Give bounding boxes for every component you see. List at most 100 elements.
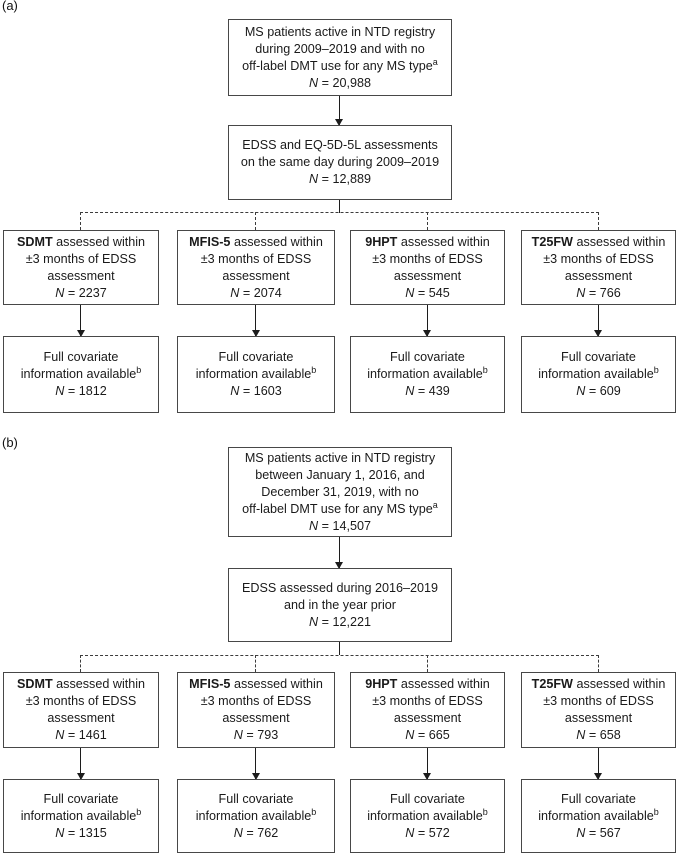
footnote-marker-b: b: [311, 364, 317, 375]
footnote-marker-b: b: [482, 364, 488, 375]
footnote-marker-b: b: [311, 806, 317, 817]
box-text-line: EDSS assessed during 2016–2019: [241, 580, 439, 595]
box-text-line: SDMT assessed within: [16, 677, 146, 691]
n-count: N = 439: [405, 384, 450, 398]
box-text-line: MS patients active in NTD registry: [244, 24, 436, 39]
n-count: N = 762: [233, 825, 279, 840]
n-count: N = 793: [233, 728, 279, 742]
box-text-line: EDSS and EQ-5D-5L assessments: [242, 138, 438, 152]
box-text-line: off-label DMT use for any MS typea: [242, 499, 438, 516]
covariate-box-t25fw-b: Full covariate information availableb N …: [521, 779, 676, 853]
dashed-drop: [255, 212, 257, 230]
box-text-line: December 31, 2019, with no: [261, 484, 419, 499]
box-text-line: between January 1, 2016, and: [255, 467, 425, 482]
box-text-line: MFIS-5 assessed within: [189, 677, 323, 691]
footnote-marker-a: a: [432, 56, 438, 67]
box-text-line: information availableb: [367, 364, 488, 381]
box-text-line: Full covariate: [43, 791, 119, 806]
dashed-distributor: [80, 655, 599, 656]
box-text-line: assessment: [47, 711, 115, 725]
box-text-line: information availableb: [20, 364, 142, 381]
branch-box-mfis5-a: MFIS-5 assessed within ±3 months of EDSS…: [177, 230, 335, 305]
box-text-line: SDMT assessed within: [16, 234, 146, 249]
test-name: MFIS-5: [189, 234, 231, 249]
covariate-box-mfis5-a: Full covariate information availableb N …: [177, 336, 335, 413]
branch-box-sdmt-b: SDMT assessed within ±3 months of EDSS a…: [3, 672, 159, 748]
n-count: N = 567: [576, 825, 621, 840]
box-text-line: Full covariate: [561, 350, 636, 364]
test-name: 9HPT: [365, 234, 398, 249]
covariate-box-t25fw-a: Full covariate information availableb N …: [521, 336, 676, 413]
box-text-line: assessment: [222, 711, 290, 725]
n-count: N = 766: [576, 285, 621, 300]
test-name: SDMT: [16, 677, 53, 691]
n-count: N = 14,507: [309, 518, 371, 533]
dashed-drop: [255, 655, 257, 672]
box-text-line: during 2009–2019 and with no: [255, 41, 425, 56]
connector-arrow: [251, 305, 260, 337]
footnote-marker-b: b: [136, 364, 142, 375]
dashed-drop: [426, 655, 428, 672]
box-text-line: assessment: [222, 268, 290, 283]
n-count: N = 12,889: [309, 172, 371, 186]
box-text-line: 9HPT assessed within: [365, 234, 490, 249]
test-name: T25FW: [531, 677, 573, 691]
box-text-line: information availableb: [367, 806, 488, 823]
test-name: 9HPT: [365, 677, 398, 691]
connector-arrow: [76, 305, 85, 337]
connector-arrow: [76, 748, 85, 780]
branch-box-9hpt-a: 9HPT assessed within ±3 months of EDSS a…: [350, 230, 505, 305]
box-text-line: information availableb: [195, 364, 317, 381]
branch-box-t25fw-a: T25FW assessed within ±3 months of EDSS …: [521, 230, 676, 305]
flow-box-assessments-b: EDSS assessed during 2016–2019 and in th…: [228, 568, 452, 642]
test-name: MFIS-5: [189, 677, 231, 691]
n-count: N = 545: [405, 285, 450, 300]
flow-box-registry-b: MS patients active in NTD registry betwe…: [228, 447, 452, 537]
covariate-box-sdmt-b: Full covariate information availableb N …: [3, 779, 159, 853]
box-text-line: information availableb: [20, 806, 142, 823]
branch-box-9hpt-b: 9HPT assessed within ±3 months of EDSS a…: [350, 672, 505, 748]
box-text-line: MS patients active in NTD registry: [244, 450, 436, 465]
panel-a: (a) MS patients active in NTD registry d…: [2, 0, 676, 413]
n-count: N = 12,221: [309, 614, 371, 629]
n-count: N = 665: [405, 728, 450, 742]
n-count: N = 1812: [55, 384, 107, 398]
dashed-drop: [80, 655, 82, 672]
connector-stem: [338, 642, 340, 655]
box-text-line: ±3 months of EDSS: [543, 694, 654, 708]
covariate-box-9hpt-a: Full covariate information availableb N …: [350, 336, 505, 413]
box-text-line: assessment: [393, 711, 462, 725]
box-text-line: MFIS-5 assessed within: [189, 234, 323, 249]
box-text-line: ±3 months of EDSS: [372, 251, 483, 266]
box-text-line: ±3 months of EDSS: [200, 251, 312, 266]
box-text-line: information availableb: [195, 806, 317, 823]
box-text-line: assessment: [564, 268, 633, 283]
connector-arrow: [594, 305, 603, 337]
branch-box-sdmt-a: SDMT assessed within ±3 months of EDSS a…: [3, 230, 159, 305]
box-text-line: T25FW assessed within: [531, 677, 666, 691]
branch-box-mfis5-b: MFIS-5 assessed within ±3 months of EDSS…: [177, 672, 335, 748]
covariate-box-9hpt-b: Full covariate information availableb N …: [350, 779, 505, 853]
box-text-line: assessment: [393, 268, 462, 283]
n-count: N = 1315: [55, 825, 107, 840]
flow-box-registry-a: MS patients active in NTD registry durin…: [228, 19, 452, 96]
panel-b: (b) MS patients active in NTD registry b…: [0, 435, 677, 857]
n-count: N = 609: [576, 384, 621, 398]
n-count: N = 572: [405, 825, 450, 840]
footnote-marker-b: b: [482, 806, 488, 817]
panel-a-label: (a): [2, 0, 18, 13]
n-count: N = 2237: [55, 285, 107, 300]
box-text-line: assessment: [47, 268, 115, 283]
dashed-distributor: [80, 212, 599, 213]
test-name: T25FW: [531, 234, 573, 249]
covariate-box-sdmt-a: Full covariate information availableb N …: [3, 336, 159, 413]
connector-arrow: [594, 748, 603, 780]
dashed-drop: [597, 212, 599, 230]
box-text-line: information availableb: [538, 364, 659, 381]
box-text-line: Full covariate: [561, 791, 636, 806]
connector-arrow: [334, 96, 343, 126]
box-text-line: ±3 months of EDSS: [543, 251, 654, 266]
connector-arrow: [423, 748, 432, 780]
connector-arrow: [334, 537, 343, 569]
box-text-line: Full covariate: [218, 791, 294, 806]
